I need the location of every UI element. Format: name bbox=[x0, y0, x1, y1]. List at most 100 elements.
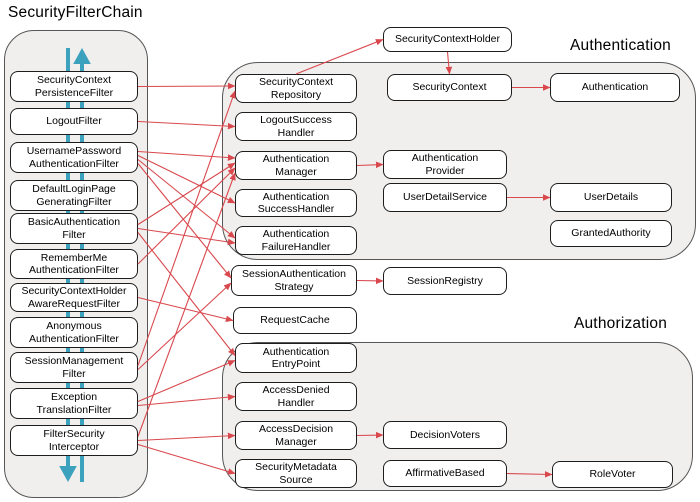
box-decision-voters: DecisionVoters bbox=[383, 421, 507, 449]
edge-basic-authentication-filter-to-authentication-manager bbox=[137, 162, 236, 225]
edge-exception-translation-filter-to-access-denied-handler bbox=[137, 393, 236, 407]
box-label: FilterSecurity bbox=[43, 428, 105, 440]
edge-session-management-filter-to-security-context-repository bbox=[137, 90, 236, 366]
box-label: RememberMe bbox=[40, 251, 108, 264]
authorization-group-label: Authorization bbox=[573, 315, 668, 332]
box-label: TranslationFilter bbox=[36, 403, 112, 416]
filter-chain-title: SecurityFilterChain bbox=[8, 4, 143, 21]
box-label: RoleVoter bbox=[589, 468, 636, 481]
box-label: AuthenticationFilter bbox=[29, 332, 119, 345]
box-label: UsernamePassword bbox=[26, 145, 122, 157]
box-label: SecurityContextHolder bbox=[21, 285, 127, 297]
edge-username-password-authentication-filter-to-authentication-success-handler bbox=[137, 155, 236, 204]
box-label: Anonymous bbox=[46, 320, 102, 332]
edge-username-password-authentication-filter-to-session-authentication-strategy bbox=[137, 163, 232, 279]
box-label: Repository bbox=[270, 88, 322, 101]
box-affirmative-based: AffirmativeBased bbox=[383, 460, 507, 487]
edge-filter-security-interceptor-to-authentication-manager bbox=[137, 172, 236, 437]
box-label: Source bbox=[279, 473, 313, 486]
box-label: AuthenticationFilter bbox=[29, 157, 119, 170]
edge-basic-authentication-filter-to-authentication-failure-handler bbox=[137, 227, 236, 246]
box-label: Manager bbox=[275, 165, 317, 178]
box-label: AccessDenied bbox=[262, 384, 330, 396]
box-label: SessionAuthentication bbox=[242, 268, 346, 280]
box-label: FailureHandler bbox=[261, 240, 331, 253]
box-label: SessionRegistry bbox=[407, 274, 483, 287]
box-security-context: SecurityContext bbox=[387, 74, 512, 101]
box-label: Authentication bbox=[262, 345, 330, 358]
edge-exception-translation-filter-to-authentication-entry-point bbox=[137, 359, 236, 403]
box-user-details: UserDetails bbox=[550, 183, 672, 212]
box-label: Strategy bbox=[274, 280, 314, 293]
box-label: SuccessHandler bbox=[257, 203, 335, 215]
box-label: Filter bbox=[62, 367, 86, 380]
edge-security-context-holder-aware-request-filter-to-request-cache bbox=[137, 296, 234, 323]
box-label: AffirmativeBased bbox=[405, 467, 485, 480]
box-request-cache: RequestCache bbox=[233, 307, 357, 334]
box-label: DefaultLoginPage bbox=[32, 183, 116, 195]
box-authentication: Authentication bbox=[550, 73, 680, 102]
authentication-group-label: Authentication bbox=[569, 37, 672, 54]
box-label: Interceptor bbox=[48, 440, 100, 453]
box-label: SecurityContext bbox=[412, 81, 487, 94]
box-label: UserDetailService bbox=[402, 191, 488, 204]
box-label: Filter bbox=[62, 228, 86, 241]
box-label: Authentication bbox=[581, 81, 649, 94]
box-label: Handler bbox=[277, 396, 315, 409]
box-label: Authentication bbox=[262, 228, 330, 240]
box-label: LogoutSuccess bbox=[260, 114, 332, 126]
box-label: LogoutFilter bbox=[46, 115, 102, 128]
box-label: AccessDecision bbox=[258, 423, 334, 435]
box-label: SecurityContext bbox=[258, 76, 334, 88]
box-granted-authority: GrantedAuthority bbox=[550, 220, 672, 247]
box-label: GrantedAuthority bbox=[571, 227, 651, 240]
box-label: GeneratingFilter bbox=[36, 195, 112, 208]
edge-username-password-authentication-filter-to-authentication-manager bbox=[137, 150, 236, 161]
box-label: BasicAuthentication bbox=[27, 216, 121, 228]
edge-basic-authentication-filter-to-authentication-entry-point bbox=[137, 232, 236, 356]
edge-remember-me-authentication-filter-to-authentication-manager bbox=[137, 167, 236, 265]
box-session-registry: SessionRegistry bbox=[383, 267, 507, 295]
edge-filter-security-interceptor-to-access-decision-manager bbox=[137, 432, 236, 442]
edge-logout-filter-to-logout-success-handler bbox=[137, 120, 236, 130]
box-label: AuthenticationFilter bbox=[29, 264, 119, 276]
box-label: RequestCache bbox=[260, 314, 330, 327]
edge-session-management-filter-to-session-authentication-strategy bbox=[137, 282, 232, 370]
box-label: SecurityMetadata bbox=[255, 461, 337, 473]
box-label: Authentication bbox=[262, 190, 330, 203]
box-user-detail-service: UserDetailService bbox=[383, 183, 507, 212]
edge-session-authentication-strategy-to-session-registry bbox=[356, 277, 384, 285]
box-label: Manager bbox=[275, 435, 317, 448]
edge-username-password-authentication-filter-to-authentication-failure-handler bbox=[137, 159, 236, 239]
box-label: UserDetails bbox=[583, 191, 639, 204]
box-label: Authentication bbox=[262, 153, 330, 165]
box-label: Provider bbox=[425, 164, 465, 177]
box-label: AwareRequestFilter bbox=[27, 297, 120, 310]
edge-filter-security-interceptor-to-security-metadata-source bbox=[137, 443, 236, 475]
box-security-context-holder: SecurityContextHolder bbox=[383, 27, 512, 52]
box-label: Authentication bbox=[411, 152, 479, 164]
box-label: SecurityContext bbox=[36, 74, 112, 86]
box-label: Handler bbox=[277, 126, 315, 139]
box-label: EntryPoint bbox=[271, 358, 321, 370]
